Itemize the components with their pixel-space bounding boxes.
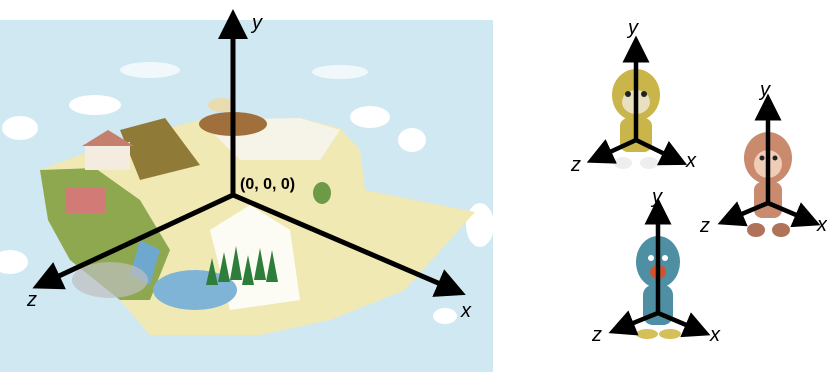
world-x-label: x: [460, 300, 472, 322]
monkey-z-label: z: [699, 215, 710, 237]
cottage: [85, 142, 130, 170]
world-y-label: y: [250, 12, 263, 34]
monkey-x-label: x: [816, 214, 827, 236]
penguin-y-label: y: [650, 186, 663, 208]
dog-axes: [599, 49, 675, 159]
penguin-z-label: z: [591, 324, 602, 346]
dog-z-label: z: [570, 154, 581, 176]
world-scene: [0, 20, 494, 372]
dog-y-label: y: [626, 17, 639, 39]
world-z-label: z: [26, 289, 37, 311]
penguin-axes: [621, 211, 698, 330]
monkey-y-label: y: [758, 79, 771, 101]
red-house: [65, 188, 105, 213]
monkey-axes: [730, 107, 808, 220]
penguin-x-label: x: [709, 324, 721, 346]
barrel: [313, 182, 331, 204]
dog-x-label: x: [685, 150, 697, 172]
origin-label: (0, 0, 0): [240, 176, 295, 193]
